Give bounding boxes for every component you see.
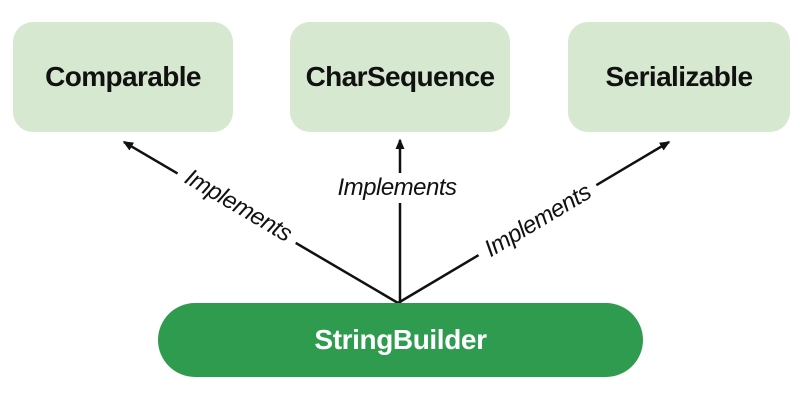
interface-label-charsequence: CharSequence [305,61,495,92]
interface-label-comparable: Comparable [45,61,201,92]
edge-label-implements-charsequence: Implements [328,173,466,203]
interface-box-serializable: Serializable [568,22,790,132]
interface-box-comparable: Comparable [13,22,233,132]
interface-label-serializable: Serializable [605,61,753,92]
interface-box-charsequence: CharSequence [290,22,510,132]
implementer-box-stringbuilder: StringBuilder [158,303,643,377]
implementer-label-stringbuilder: StringBuilder [314,324,487,355]
